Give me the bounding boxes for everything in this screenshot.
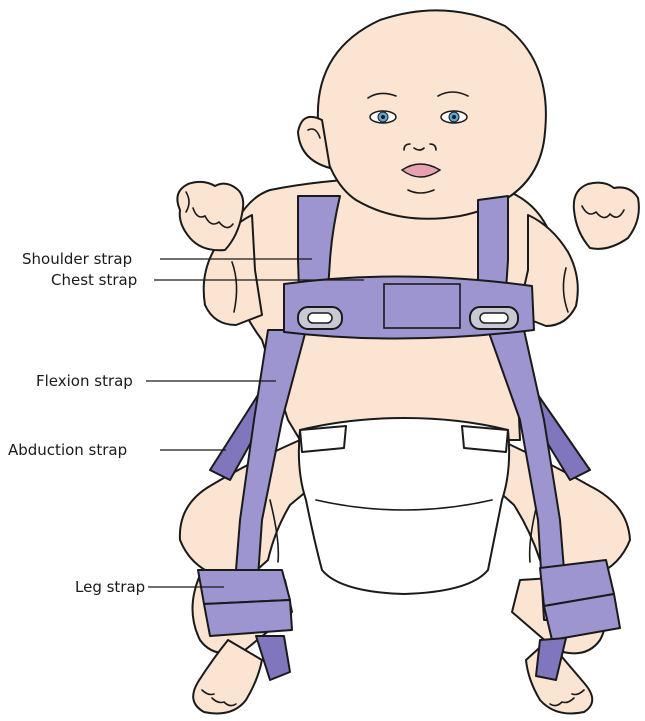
label-chest-strap: Chest strap [51, 271, 137, 289]
diaper [299, 418, 509, 594]
label-abduction-strap: Abduction strap [8, 441, 127, 459]
label-abduction-strap-group: Abduction strap [8, 441, 226, 459]
label-flexion-strap: Flexion strap [36, 372, 133, 390]
label-leg-strap: Leg strap [75, 578, 145, 596]
label-shoulder-strap: Shoulder strap [22, 250, 132, 268]
label-flexion-strap-group: Flexion strap [36, 372, 276, 390]
